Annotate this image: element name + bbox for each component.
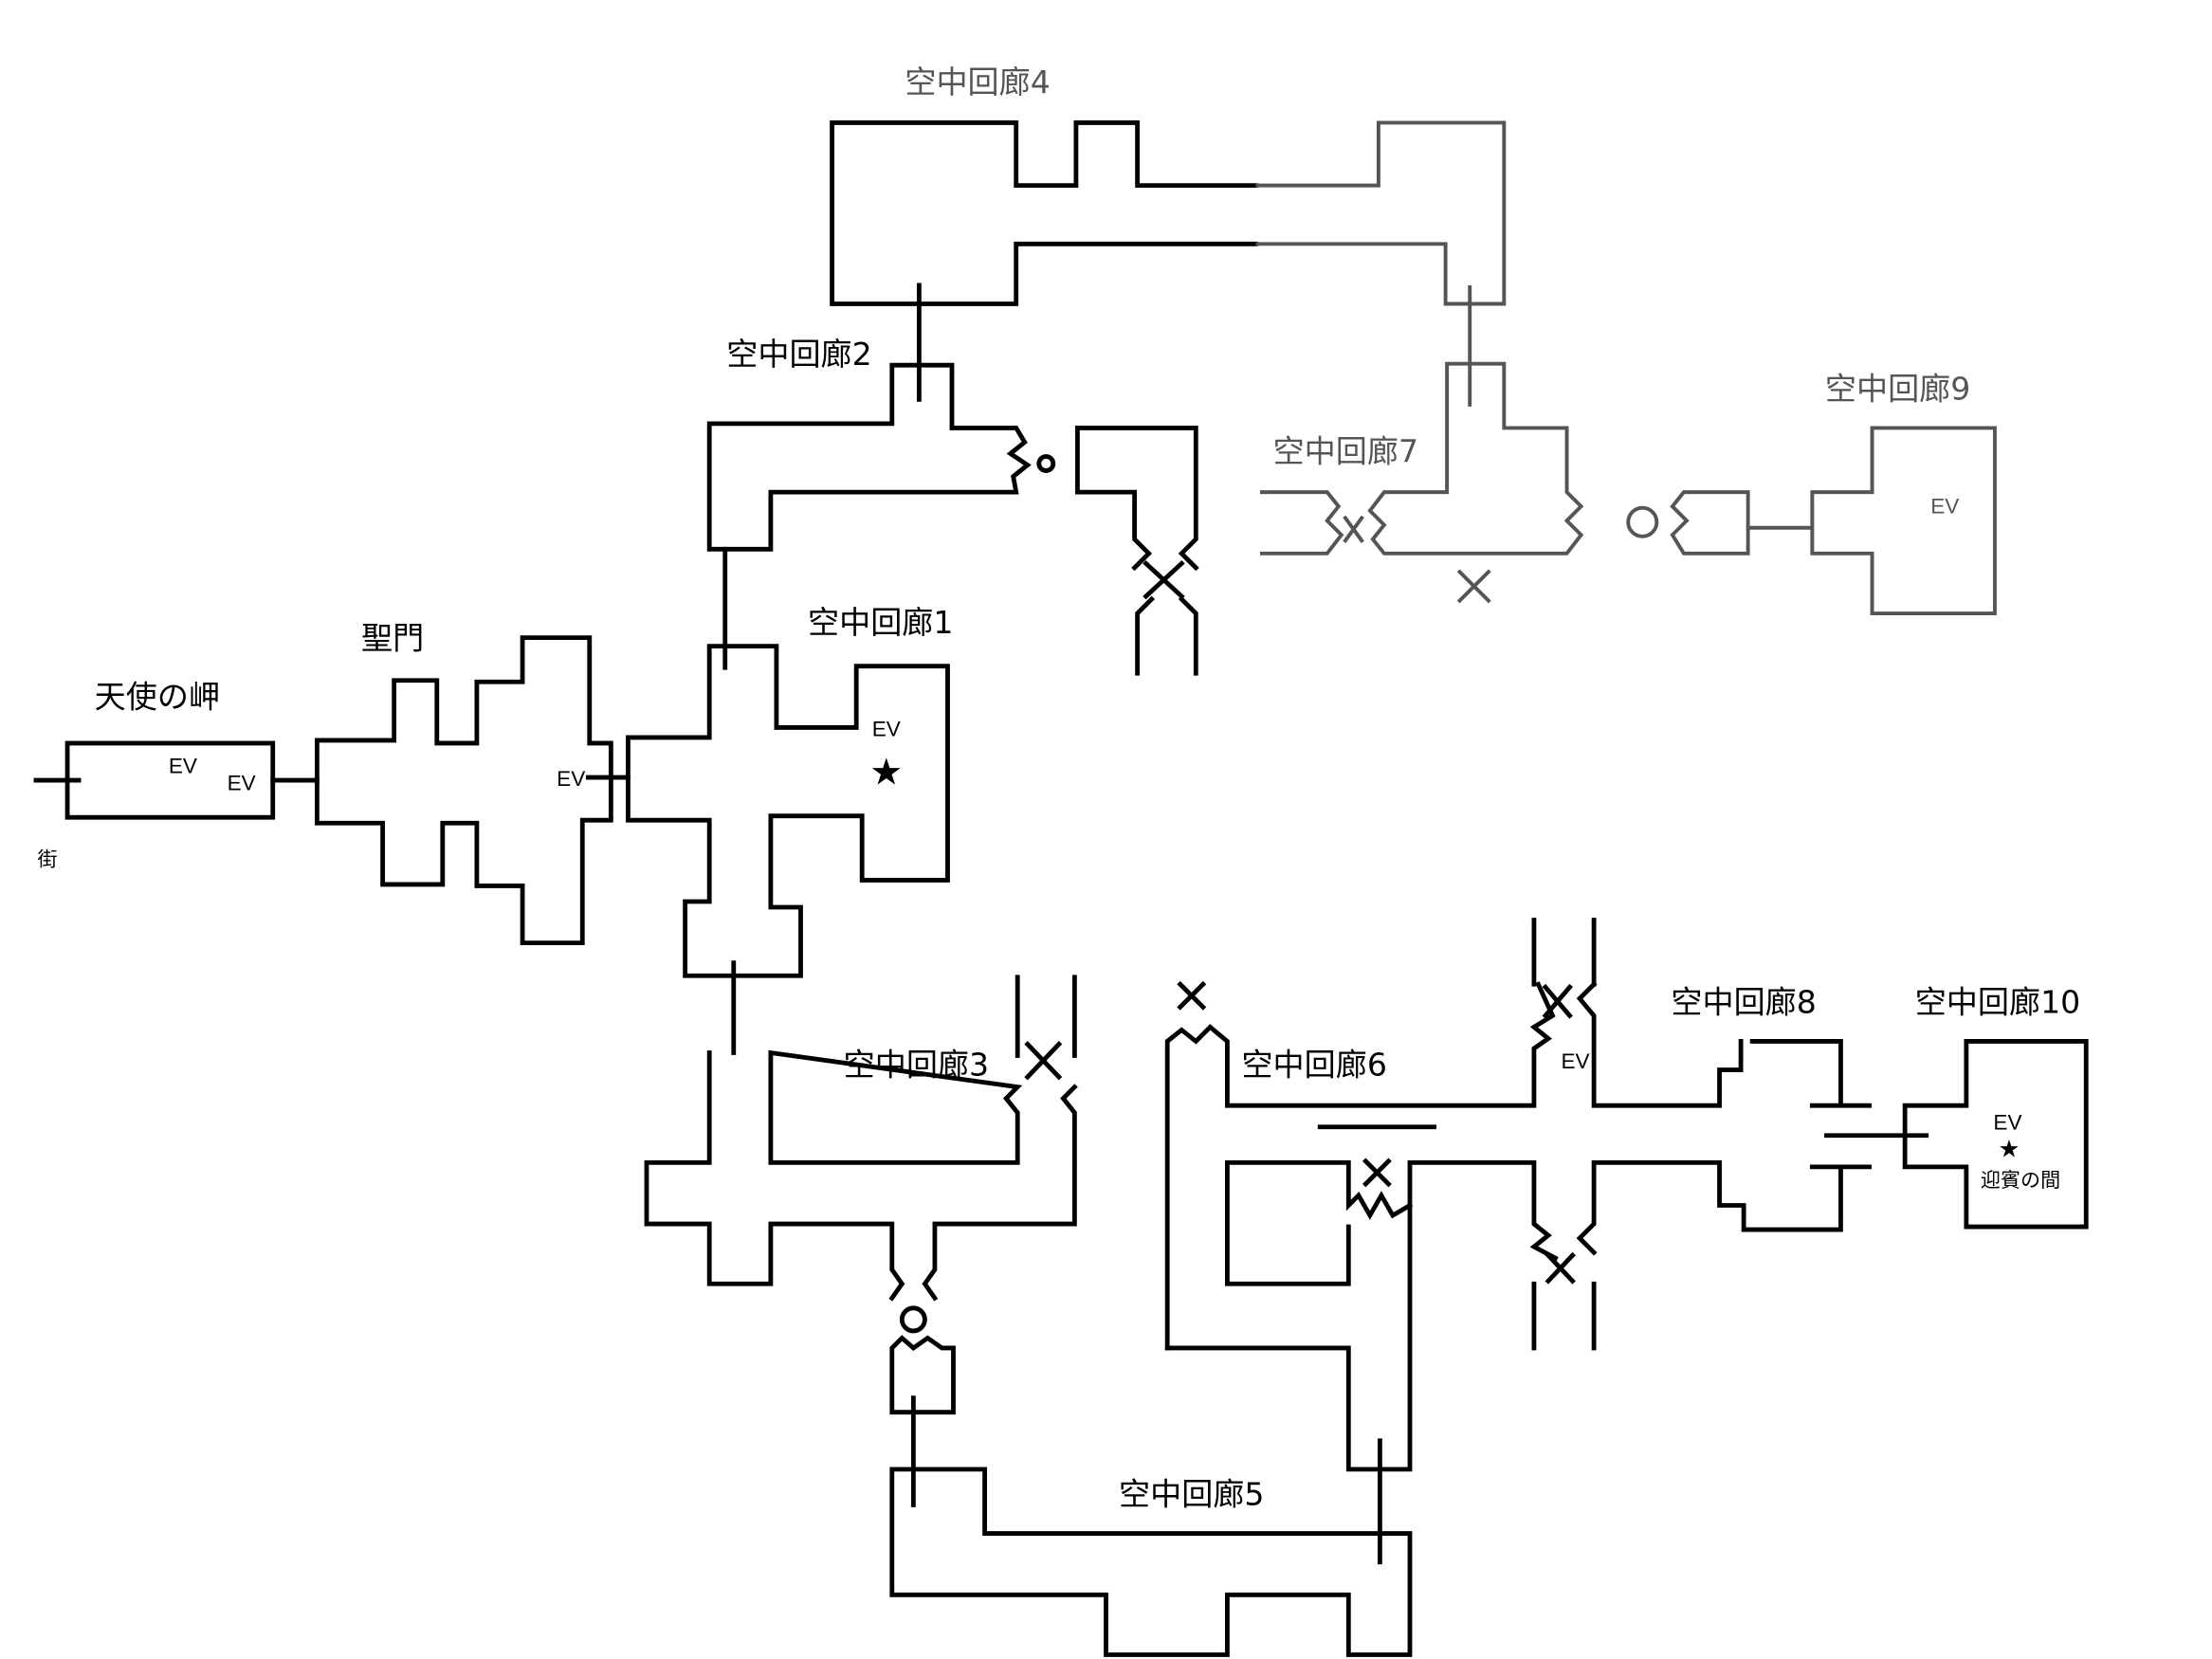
room-corridor10	[1902, 1039, 2089, 1230]
ev-marker: EV	[228, 772, 256, 795]
ev-marker: EV	[1993, 1111, 2021, 1135]
ev-marker: EV	[1562, 1049, 1590, 1073]
label-corridor10: 空中回廊10	[1915, 983, 2081, 1020]
label-town: 街	[37, 847, 57, 870]
label-gate: 聖門	[361, 620, 424, 657]
label-cape: 天使の岬	[95, 678, 220, 715]
label-corridor8: 空中回廊8	[1671, 983, 1816, 1020]
room-corridor6	[1164, 980, 1559, 1472]
label-corridor7: 空中回廊7	[1273, 433, 1418, 470]
ev-marker: EV	[557, 767, 585, 791]
label-corridor2: 空中回廊2	[726, 336, 871, 373]
label-corridor4: 空中回廊4	[905, 64, 1050, 100]
ev-marker: EV	[872, 717, 901, 740]
room-corridor5	[889, 1438, 1413, 1657]
label-reception: 迎賓の間	[1981, 1168, 2060, 1192]
room-corridor3	[644, 975, 1078, 1507]
room-corridor1	[626, 546, 950, 1055]
room-corridor9	[1810, 426, 1997, 615]
room-cape	[33, 740, 320, 820]
label-corridor6: 空中回廊6	[1241, 1047, 1386, 1084]
label-corridor1: 空中回廊1	[808, 604, 953, 641]
star-icon: ★	[869, 752, 903, 794]
room-corridor8	[1531, 918, 1929, 1351]
room-gate	[314, 635, 631, 946]
star-icon: ★	[1999, 1135, 2020, 1163]
label-corridor5: 空中回廊5	[1119, 1475, 1264, 1512]
label-corridor3: 空中回廊3	[844, 1047, 989, 1084]
room-corridor7	[1260, 361, 1813, 604]
ev-marker: EV	[1930, 495, 1959, 519]
ev-marker: EV	[169, 755, 197, 778]
label-corridor9: 空中回廊9	[1825, 370, 1970, 407]
room-corridor2	[706, 283, 1199, 676]
room-corridor4	[830, 119, 1507, 407]
